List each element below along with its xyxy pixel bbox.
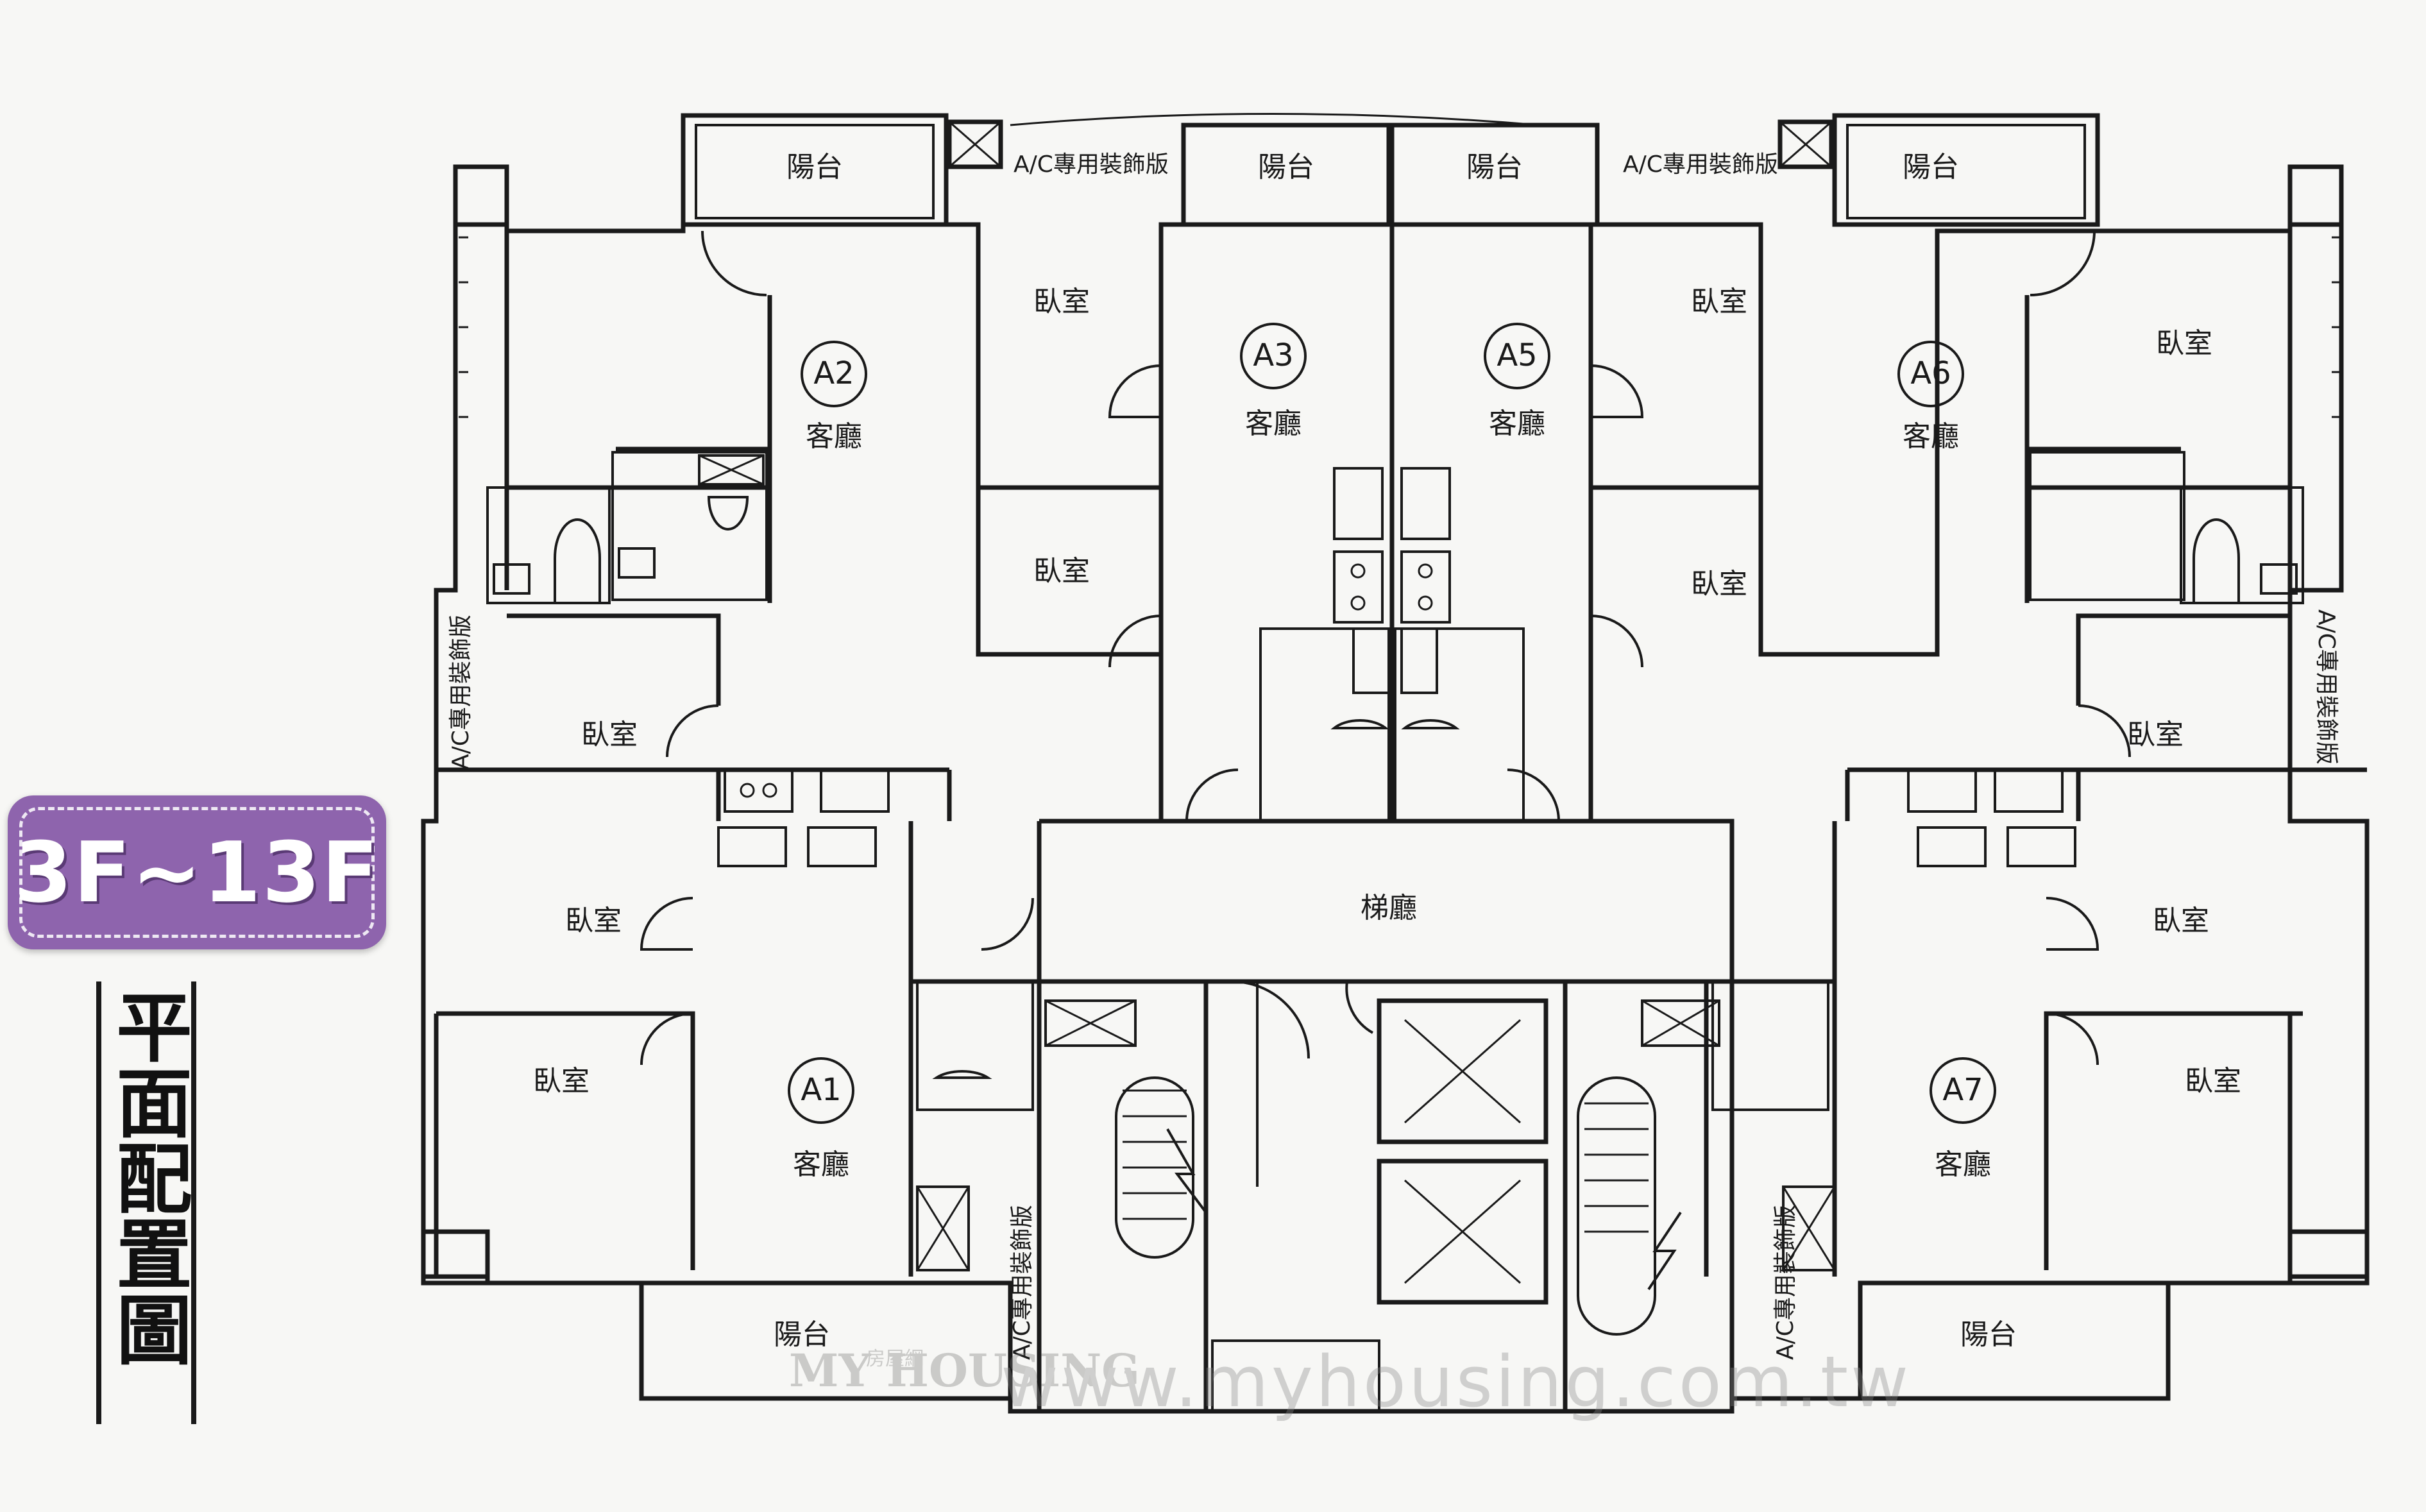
label-balcony-a7: 陽台 <box>1960 1318 2017 1351</box>
floor-range-badge: 3F~13F <box>8 795 386 949</box>
label-balcony-a6: 陽台 <box>1903 151 1959 183</box>
unit-marker-a1: A1 <box>801 1072 841 1108</box>
ac-panel-labels: A/C專用裝飾版 A/C專用裝飾版 A/C專用裝飾版 A/C專用裝飾版 A/C專… <box>448 151 2339 1360</box>
label-bedroom-a3-2: 臥室 <box>1033 555 1090 588</box>
label-balcony-a3: 陽台 <box>1258 151 1314 183</box>
label-bedroom-a7-2: 臥室 <box>2185 1065 2241 1098</box>
ac-panel-label-left: A/C專用裝飾版 <box>448 615 474 770</box>
label-living-a5: 客廳 <box>1489 407 1545 440</box>
units-a1-a7-walls <box>434 821 2303 1401</box>
watermark-logo-sub: 房屋網 <box>866 1348 924 1370</box>
label-living-a1: 客廳 <box>793 1148 849 1181</box>
unit-a6-walls <box>1845 230 2367 821</box>
room-labels: 陽台 陽台 陽台 陽台 陽台 陽台 臥室 臥室 臥室 臥室 臥室 臥室 臥室 臥… <box>533 151 2241 1351</box>
watermark-url: www.myhousing.com.tw <box>1001 1341 1912 1423</box>
top-balconies <box>681 113 2100 227</box>
ac-panel-label-lower-right: A/C專用裝飾版 <box>1772 1205 1799 1360</box>
ac-panel-label-lower-left: A/C專用裝飾版 <box>1009 1205 1035 1360</box>
label-living-a3: 客廳 <box>1245 407 1302 440</box>
label-balcony-a1: 陽台 <box>774 1318 830 1351</box>
label-bedroom-a6-1: 臥室 <box>2156 327 2212 360</box>
label-bedroom-a7-1: 臥室 <box>2153 905 2209 937</box>
floor-range-badge-border: 3F~13F <box>14 807 378 938</box>
label-balcony-a5: 陽台 <box>1466 151 1523 183</box>
plan-title: 平面配置圖 <box>103 988 192 1366</box>
label-bedroom-a5-2: 臥室 <box>1691 568 1747 600</box>
label-bedroom-a6-2: 臥室 <box>2127 718 2184 751</box>
building-outline <box>421 164 2370 1414</box>
label-bedroom-a1-1: 臥室 <box>565 905 622 937</box>
label-bedroom-a3-1: 臥室 <box>1033 285 1090 318</box>
label-living-a2: 客廳 <box>806 420 862 453</box>
watermark: MY HOUSING 房屋網 www.myhousing.com.tw <box>789 1338 1908 1427</box>
ac-panel-label-top-left: A/C專用裝飾版 <box>1014 151 1169 178</box>
core-walls <box>1037 819 1735 1414</box>
label-bedroom-a1-2: 臥室 <box>533 1065 590 1098</box>
window-marks <box>459 236 2341 418</box>
label-elevator-lobby: 梯廳 <box>1361 892 1417 924</box>
label-balcony-a2: 陽台 <box>786 151 843 183</box>
unit-markers: A2 A3 A5 A6 A1 A7 <box>788 323 1996 1124</box>
ac-panel-label-right: A/C專用裝飾版 <box>2313 609 2339 765</box>
plan-title-frame: 平面配置圖 <box>96 981 196 1424</box>
unit-marker-a7: A7 <box>1942 1072 1983 1108</box>
floor-range-label: 3F~13F <box>14 824 380 921</box>
label-bedroom-a5-1: 臥室 <box>1691 285 1747 318</box>
unit-marker-a3: A3 <box>1253 337 1293 373</box>
label-living-a6: 客廳 <box>1903 420 1959 453</box>
watermark-logo: MY HOUSING <box>789 1344 1141 1397</box>
label-bedroom-a2: 臥室 <box>581 718 638 751</box>
unit-marker-a5: A5 <box>1497 337 1537 373</box>
ac-panel-label-top-right: A/C專用裝飾版 <box>1623 151 1778 178</box>
unit-marker-a6: A6 <box>1910 355 1951 391</box>
unit-a3-a5-walls <box>978 225 1761 822</box>
unit-marker-a2: A2 <box>813 355 854 391</box>
unit-a2-walls <box>436 230 952 821</box>
label-living-a7: 客廳 <box>1935 1148 1991 1181</box>
